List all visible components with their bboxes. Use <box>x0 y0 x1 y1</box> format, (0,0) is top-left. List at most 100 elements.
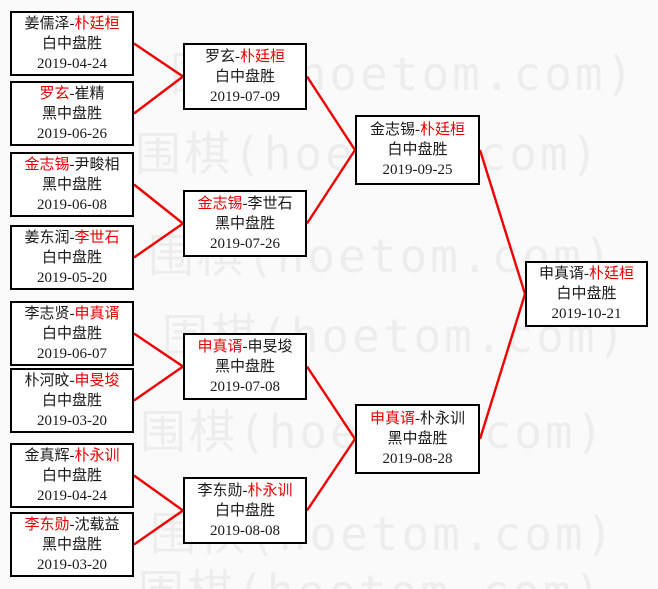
match-date: 2019-03-20 <box>37 556 107 573</box>
player-name: 申真谞 <box>197 338 243 355</box>
connector-line <box>133 42 184 78</box>
match-date: 2019-05-20 <box>37 269 107 286</box>
player-name: 朴永训 <box>247 482 293 499</box>
match-result: 黑中盘胜 <box>387 431 448 447</box>
match-players: 李志贤-申真谞 <box>24 304 119 324</box>
player-name: 朴廷桓 <box>589 266 635 282</box>
match-result: 白中盘胜 <box>41 325 102 342</box>
vs-separator: - <box>415 411 420 427</box>
match-players: 朴河旼-申旻埈 <box>24 371 119 391</box>
match-players: 罗玄-崔精 <box>39 84 104 104</box>
vs-separator: - <box>69 516 75 533</box>
player-name: 李东勋 <box>197 482 243 499</box>
match-players: 姜东润-李世石 <box>24 228 119 248</box>
match-date: 2019-06-07 <box>37 345 107 362</box>
connector-line <box>133 75 184 115</box>
connector-line <box>133 365 184 402</box>
player-name: 申真谞 <box>369 411 415 427</box>
player-name: 申旻埈 <box>247 338 293 355</box>
vs-separator: - <box>69 85 75 102</box>
vs-separator: - <box>69 447 75 464</box>
player-name: 朴永训 <box>74 447 120 464</box>
connector-line <box>305 149 357 225</box>
player-name: 朴廷桓 <box>240 48 286 65</box>
match-players: 李东勋-沈载益 <box>24 515 119 535</box>
connector-line <box>305 75 357 151</box>
player-name: 申真谞 <box>538 266 584 282</box>
vs-separator: - <box>69 156 75 173</box>
match-box-round1-3: 金志锡-尹畯相 黑中盘胜 2019-06-08 <box>10 152 134 217</box>
vs-separator: - <box>242 195 248 212</box>
player-name: 李东勋 <box>24 516 70 533</box>
match-players: 金志锡-李世石 <box>197 194 292 214</box>
player-name: 朴廷桓 <box>74 15 120 32</box>
match-box-round2-4: 李东勋-朴永训 白中盘胜 2019-08-08 <box>183 477 307 544</box>
connector-line <box>133 509 184 546</box>
match-result: 黑中盘胜 <box>41 105 102 122</box>
player-name: 金志锡 <box>24 156 70 173</box>
player-name: 尹畯相 <box>74 156 120 173</box>
match-box-round1-4: 姜东润-李世石 白中盘胜 2019-05-20 <box>10 225 134 290</box>
match-result: 白中盘胜 <box>387 142 448 158</box>
match-box-round1-8: 李东勋-沈载益 黑中盘胜 2019-03-20 <box>10 512 134 577</box>
match-date: 2019-03-20 <box>37 412 107 429</box>
match-date: 2019-07-26 <box>210 235 280 252</box>
match-players: 金真辉-朴永训 <box>24 446 119 466</box>
player-name: 金志锡 <box>197 195 243 212</box>
player-name: 姜儒泽 <box>24 15 70 32</box>
match-box-round2-2: 金志锡-李世石 黑中盘胜 2019-07-26 <box>183 190 307 257</box>
connector-line <box>133 332 184 368</box>
match-result: 白中盘胜 <box>556 286 617 302</box>
connector-line <box>133 222 184 259</box>
match-box-semifinal-2: 申真谞-朴永训 黑中盘胜 2019-08-28 <box>355 404 480 474</box>
player-name: 金真辉 <box>24 447 70 464</box>
match-date: 2019-10-21 <box>551 306 622 322</box>
player-name: 朴廷桓 <box>420 122 466 138</box>
match-box-round2-1: 罗玄-朴廷桓 白中盘胜 2019-07-09 <box>183 43 307 110</box>
player-name: 沈载益 <box>74 516 120 533</box>
match-result: 黑中盘胜 <box>41 536 102 553</box>
match-date: 2019-06-26 <box>37 125 107 142</box>
match-result: 黑中盘胜 <box>214 358 275 375</box>
connector-line <box>478 149 527 295</box>
watermark-text: 围棋(hoetom.com) <box>138 556 604 589</box>
match-box-round1-1: 姜儒泽-朴廷桓 白中盘胜 2019-04-24 <box>10 11 134 76</box>
player-name: 朴永训 <box>420 411 466 427</box>
player-name: 申真谞 <box>74 305 120 322</box>
match-date: 2019-08-08 <box>210 522 280 539</box>
vs-separator: - <box>235 48 240 65</box>
match-result: 白中盘胜 <box>214 502 275 519</box>
match-result: 白中盘胜 <box>41 249 102 266</box>
match-date: 2019-08-28 <box>382 451 453 467</box>
connector-line <box>133 474 184 512</box>
match-date: 2019-09-25 <box>382 162 453 178</box>
match-players: 罗玄-朴廷桓 <box>205 47 285 67</box>
match-players: 姜儒泽-朴廷桓 <box>24 14 119 34</box>
match-date: 2019-07-09 <box>210 88 280 105</box>
match-result: 白中盘胜 <box>41 467 102 484</box>
vs-separator: - <box>415 122 420 138</box>
player-name: 罗玄 <box>39 85 70 102</box>
match-box-round1-5: 李志贤-申真谞 白中盘胜 2019-06-07 <box>10 301 134 366</box>
match-players: 申真谞-朴廷桓 <box>539 264 634 284</box>
match-players: 李东勋-朴永训 <box>197 481 292 501</box>
player-name: 姜东润 <box>24 229 70 246</box>
player-name: 崔精 <box>74 85 105 102</box>
match-date: 2019-07-08 <box>210 378 280 395</box>
vs-separator: - <box>242 482 248 499</box>
connector-line <box>305 365 357 440</box>
match-box-round1-2: 罗玄-崔精 黑中盘胜 2019-06-26 <box>10 81 134 146</box>
vs-separator: - <box>242 338 248 355</box>
connector-line <box>478 293 527 440</box>
connector-line <box>306 438 356 512</box>
match-players: 申真谞-申旻埈 <box>197 337 292 357</box>
match-box-round1-6: 朴河旼-申旻埈 白中盘胜 2019-03-20 <box>10 368 134 433</box>
match-result: 白中盘胜 <box>41 35 102 52</box>
vs-separator: - <box>584 266 589 282</box>
match-players: 申真谞-朴永训 <box>370 409 465 429</box>
match-result: 白中盘胜 <box>214 68 275 85</box>
match-result: 白中盘胜 <box>41 392 102 409</box>
player-name: 申旻埈 <box>74 372 120 389</box>
